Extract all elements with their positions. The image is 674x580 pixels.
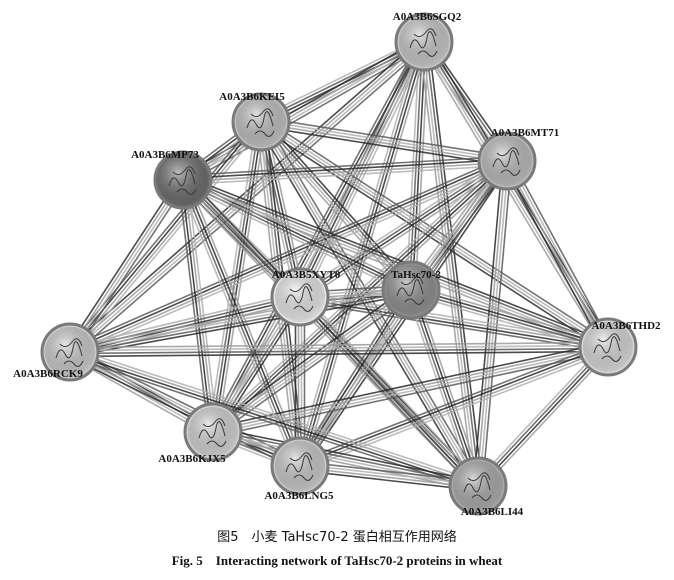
- node-A0A3B6LI44: A0A3B6LI44: [448, 456, 524, 518]
- node-label: TaHsc70-2: [391, 269, 441, 281]
- protein-structure-icon: [409, 28, 438, 57]
- node-label: A0A3B6RCK9: [13, 368, 83, 380]
- edge-A0A3B6THD2-A0A3B6LI44: [474, 343, 612, 490]
- figure-caption-english: Fig. 5 Interacting network of TaHsc70-2 …: [171, 553, 503, 568]
- node-label: A0A3B6KJX5: [158, 453, 226, 465]
- node-A0A3B6KJX5: A0A3B6KJX5: [158, 402, 243, 465]
- protein-structure-icon: [285, 283, 314, 312]
- node-label: A0A3B6LNG5: [264, 490, 334, 502]
- edge-A0A3B6LNG5-A0A3B6LI44: [299, 460, 479, 492]
- protein-structure-icon: [55, 338, 84, 367]
- protein-structure-icon: [246, 108, 275, 137]
- node-A0A3B6THD2: A0A3B6THD2: [578, 317, 661, 377]
- node-label: A0A3B6SGQ2: [393, 11, 462, 23]
- protein-structure-icon: [593, 333, 622, 362]
- edge-A0A3B6KJX5-A0A3B6LI44: [211, 426, 480, 492]
- edge-A0A3B6THD2-A0A3B6RCK9: [69, 341, 609, 358]
- protein-structure-icon: [492, 147, 521, 176]
- edge-A0A3B6MT71-A0A3B6THD2: [502, 158, 613, 350]
- node-layer: A0A3B6SGQ2A0A3B6KEI5A0A3B6MT71A0A3B6MP73…: [13, 11, 661, 518]
- edge-A0A3B6RCK9-A0A3B6LI44: [68, 346, 480, 492]
- edge-TaHsc70-2-A0A3B6THD2: [409, 284, 610, 353]
- protein-structure-icon: [198, 418, 227, 447]
- node-label: A0A3B6MT71: [491, 127, 559, 139]
- edge-A0A3B6THD2-A0A3B6LNG5: [298, 342, 610, 471]
- figure-caption-chinese: 图5 小麦 TaHsc70-2 蛋白相互作用网络: [217, 530, 457, 545]
- node-A0A3B6SGQ2: A0A3B6SGQ2: [393, 11, 462, 72]
- node-label: A0A3B6KEI5: [219, 91, 285, 103]
- edge-layer: [65, 37, 613, 492]
- protein-interaction-network: A0A3B6SGQ2A0A3B6KEI5A0A3B6MT71A0A3B6MP73…: [13, 11, 661, 518]
- node-A0A3B6MP73: A0A3B6MP73: [131, 149, 213, 210]
- node-label: A0A3B5XYT0: [272, 269, 341, 281]
- protein-structure-icon: [396, 276, 425, 305]
- node-A0A3B5XYT0: A0A3B5XYT0: [270, 267, 341, 327]
- protein-structure-icon: [168, 166, 197, 195]
- node-label: A0A3B6LI44: [461, 506, 524, 518]
- protein-structure-icon: [463, 472, 492, 501]
- node-A0A3B6LNG5: A0A3B6LNG5: [264, 436, 334, 502]
- node-TaHsc70-2: TaHsc70-2: [381, 260, 441, 320]
- node-label: A0A3B6THD2: [591, 320, 661, 332]
- protein-structure-icon: [285, 452, 314, 481]
- node-A0A3B6MT71: A0A3B6MT71: [477, 127, 559, 191]
- edge-A0A3B6MT71-A0A3B6MP73: [182, 155, 508, 186]
- node-A0A3B6RCK9: A0A3B6RCK9: [13, 322, 100, 382]
- node-A0A3B6KEI5: A0A3B6KEI5: [219, 91, 291, 152]
- node-label: A0A3B6MP73: [131, 149, 199, 161]
- edge-A0A3B6MT71-A0A3B6RCK9: [67, 156, 510, 357]
- edge-A0A3B6SGQ2-A0A3B6LI44: [418, 41, 484, 487]
- edge-TaHsc70-2-A0A3B6RCK9: [69, 284, 412, 358]
- edge-A0A3B6MP73-A0A3B6RCK9: [65, 177, 188, 355]
